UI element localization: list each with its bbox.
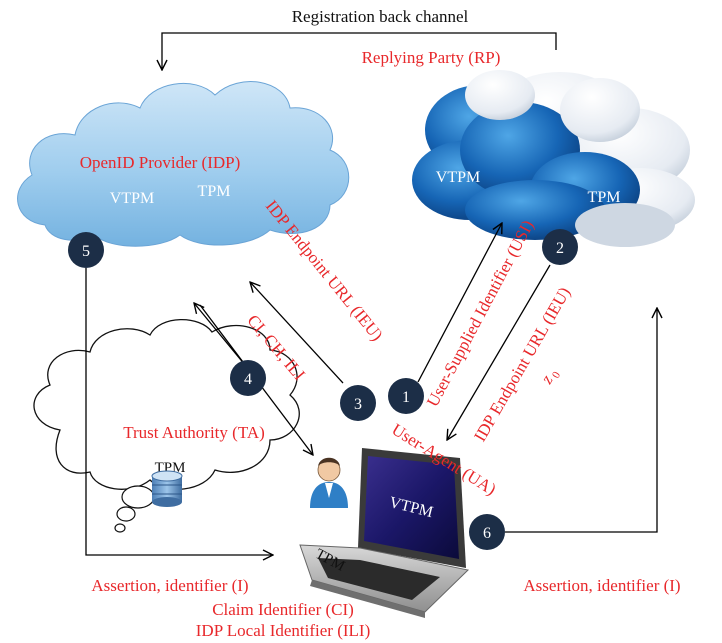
ta-cloud <box>33 318 300 533</box>
connector-1 <box>417 223 502 383</box>
rp-vtpm-label: VTPM <box>436 169 480 186</box>
step-2-number: 2 <box>556 240 564 257</box>
idp-vtpm-label: VTPM <box>110 190 154 207</box>
step-2-badge: 2 <box>542 229 578 265</box>
ta-label: Trust Authority (TA) <box>123 423 265 442</box>
step-3-number: 3 <box>354 396 362 413</box>
claim-identifier-label: Claim Identifier (CI) <box>212 600 354 619</box>
idp-local-identifier-label: IDP Local Identifier (ILI) <box>196 621 370 640</box>
step-4-badge: 4 <box>230 360 266 396</box>
rp-label: Replying Party (RP) <box>362 48 501 67</box>
rp-cloud <box>412 70 695 247</box>
step-1-badge: 1 <box>388 378 424 414</box>
user-icon <box>310 457 348 508</box>
connector-2 <box>447 264 551 440</box>
connector-6 <box>505 308 657 533</box>
step-6-number: 6 <box>483 525 491 542</box>
step-6-badge: 6 <box>469 514 505 550</box>
laptop-icon <box>299 448 470 618</box>
step-3-badge: 3 <box>340 385 376 421</box>
step-5-number: 5 <box>82 243 90 260</box>
connector-5 <box>85 268 273 555</box>
registration-connector <box>162 32 557 70</box>
idp-label: OpenID Provider (IDP) <box>80 153 241 172</box>
z0-label: z 0 <box>536 369 563 387</box>
idp-cloud <box>17 81 350 247</box>
z0-sub: 0 <box>550 369 563 380</box>
database-icon <box>151 470 183 507</box>
idp-tpm-label: TPM <box>198 183 231 200</box>
step-5-badge: 5 <box>68 232 104 268</box>
assertion-left-label: Assertion, identifier (I) <box>91 576 248 595</box>
assertion-right-label: Assertion, identifier (I) <box>523 576 680 595</box>
step-4-number: 4 <box>244 371 252 388</box>
registration-label: Registration back channel <box>292 7 469 26</box>
step-1-number: 1 <box>402 389 410 406</box>
rp-tpm-label: TPM <box>588 189 621 206</box>
connector-4-back <box>194 303 246 366</box>
connector-3 <box>250 282 344 384</box>
